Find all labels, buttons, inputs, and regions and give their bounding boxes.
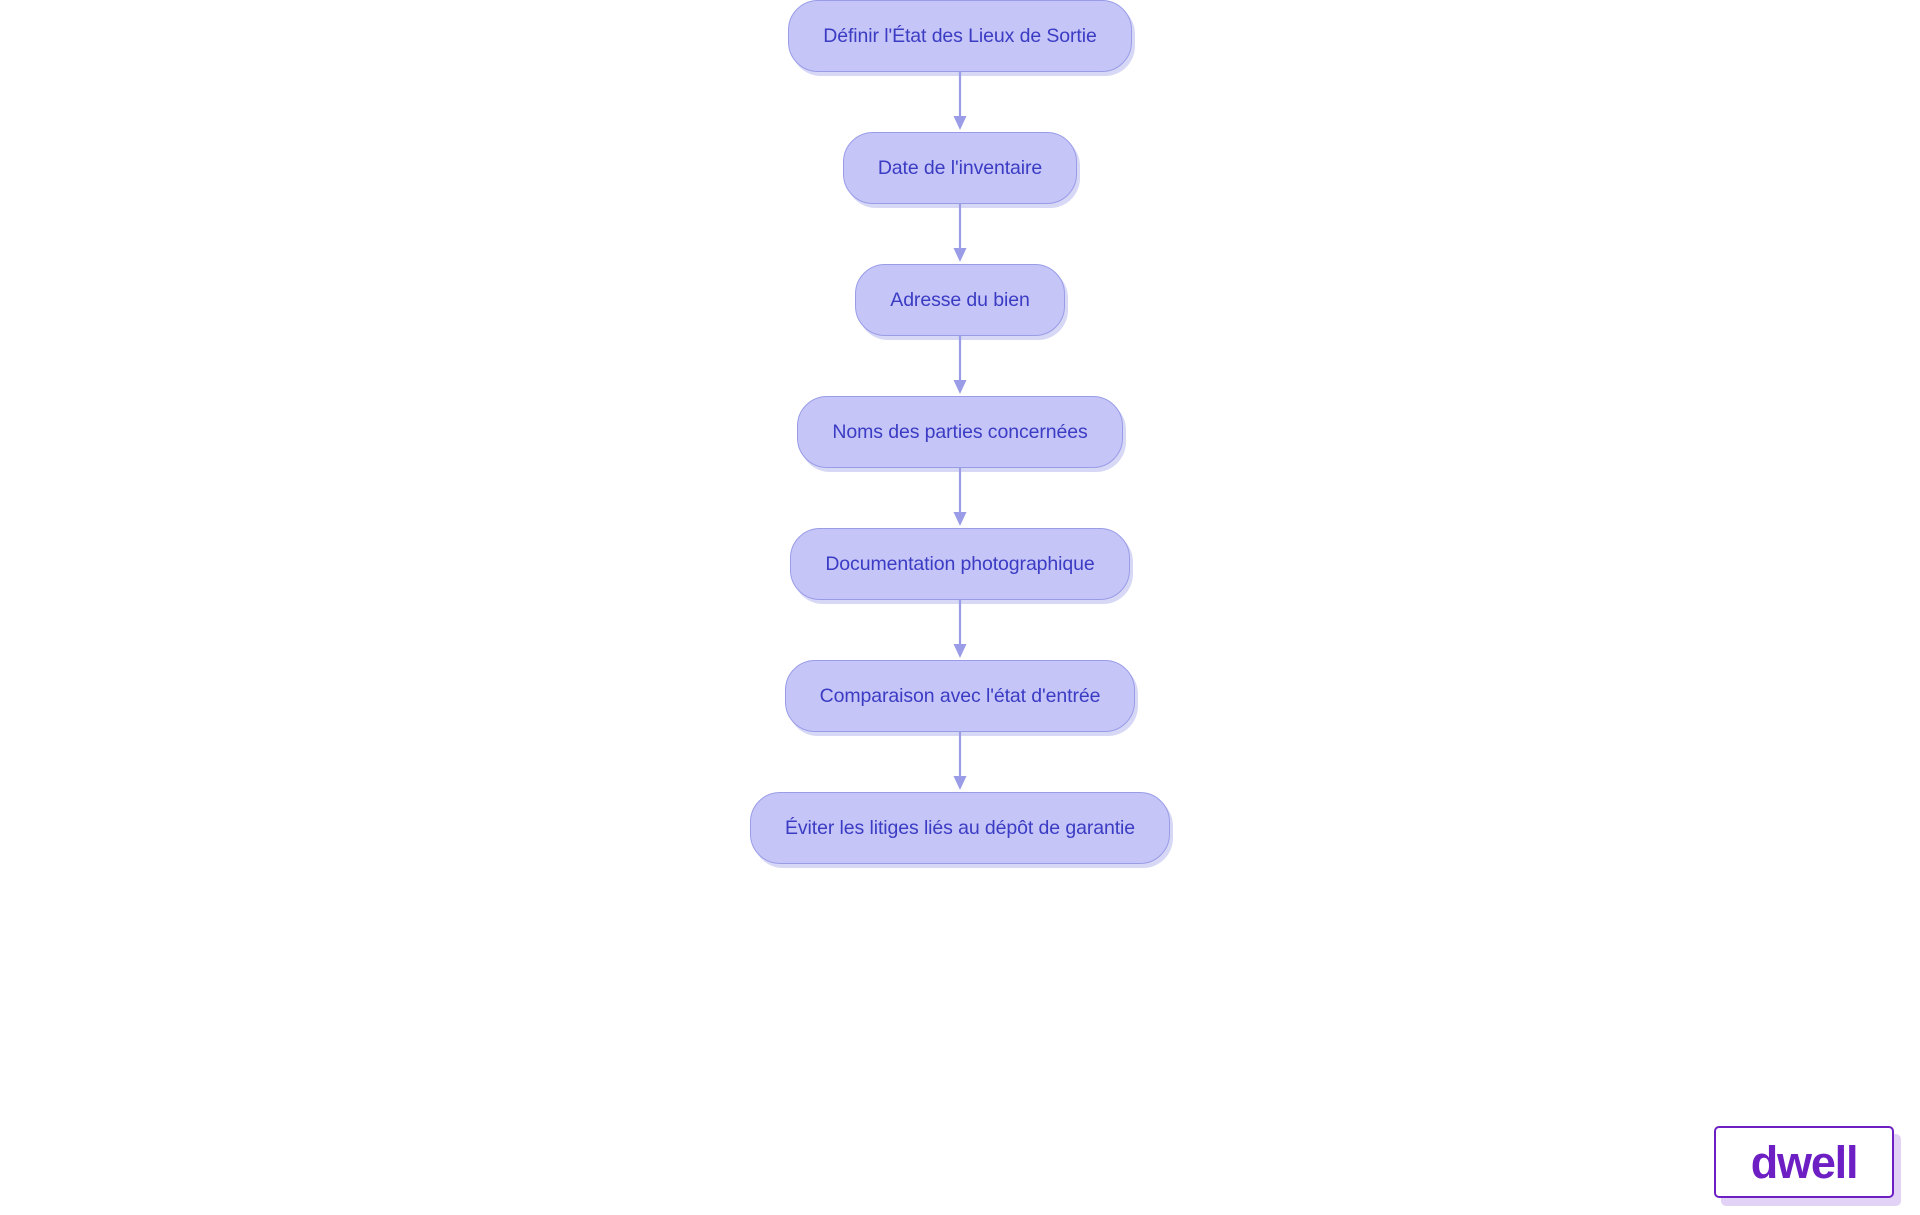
flow-node-n2-label: Date de l'inventaire (877, 156, 1043, 179)
flow-node-n3[interactable]: Adresse du bien (855, 264, 1065, 336)
flow-edge-n1-n2 (0, 72, 1920, 132)
flow-edge-n3-n4 (0, 336, 1920, 396)
flow-node-n1[interactable]: Définir l'État des Lieux de Sortie (788, 0, 1132, 72)
flow-row-3: Adresse du bien (0, 264, 1920, 336)
flow-node-n4-label: Noms des parties concernées (832, 420, 1088, 443)
dwell-logo-text: dwell (1750, 1136, 1859, 1188)
arrow-down-icon (953, 336, 967, 394)
flow-row-5: Documentation photographique (0, 528, 1920, 600)
flow-edge-n2-n3 (0, 204, 1920, 264)
flow-node-n4[interactable]: Noms des parties concernées (797, 396, 1123, 468)
arrow-down-icon (953, 600, 967, 658)
flow-node-n2[interactable]: Date de l'inventaire (842, 132, 1078, 204)
flow-row-1: Définir l'État des Lieux de Sortie (0, 0, 1920, 72)
arrow-down-icon (953, 72, 967, 130)
flow-node-n7-label: Éviter les litiges liés au dépôt de gara… (784, 816, 1136, 839)
dwell-logo[interactable]: dwell (1714, 1126, 1894, 1198)
flowchart-flow: Définir l'État des Lieux de Sortie Date … (0, 0, 1920, 864)
flow-row-6: Comparaison avec l'état d'entrée (0, 660, 1920, 732)
flow-node-n3-label: Adresse du bien (890, 288, 1030, 311)
flow-node-n1-label: Définir l'État des Lieux de Sortie (823, 24, 1097, 47)
flow-edge-n5-n6 (0, 600, 1920, 660)
flow-node-n7[interactable]: Éviter les litiges liés au dépôt de gara… (749, 792, 1171, 864)
flow-node-n6[interactable]: Comparaison avec l'état d'entrée (784, 660, 1136, 732)
arrow-down-icon (953, 204, 967, 262)
flow-row-7: Éviter les litiges liés au dépôt de gara… (0, 792, 1920, 864)
flow-node-n5-label: Documentation photographique (825, 552, 1095, 575)
flow-edge-n4-n5 (0, 468, 1920, 528)
flow-node-n6-label: Comparaison avec l'état d'entrée (819, 684, 1101, 707)
arrow-down-icon (953, 468, 967, 526)
arrow-down-icon (953, 732, 967, 790)
flow-row-2: Date de l'inventaire (0, 132, 1920, 204)
flow-node-n5[interactable]: Documentation photographique (790, 528, 1130, 600)
flow-edge-n6-n7 (0, 732, 1920, 792)
flow-row-4: Noms des parties concernées (0, 396, 1920, 468)
